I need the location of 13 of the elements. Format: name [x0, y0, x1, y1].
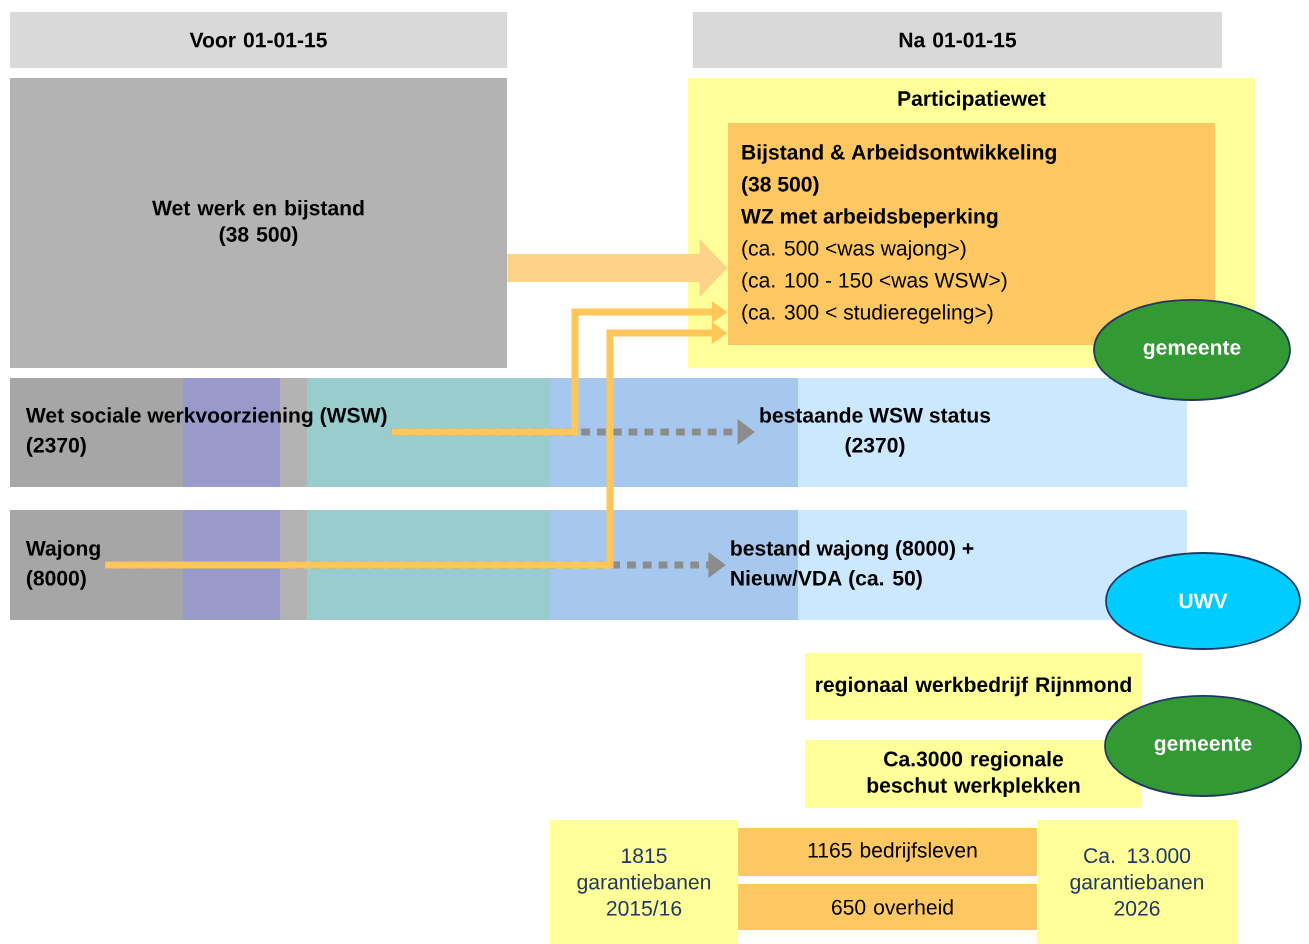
band-label: bestand wajong (8000) + Nieuw/VDA (ca. 50) — [731, 540, 974, 590]
header-bar: Na 01-01-15 — [693, 12, 1222, 68]
info-box: 1815 garantiebanen 2015/16 — [550, 820, 738, 944]
header-bar: Voor 01-01-15 — [10, 12, 507, 68]
law-box: Wet werk en bijstand (38 500) — [10, 78, 507, 368]
band-label: bestaande WSW status (2370) — [760, 407, 991, 457]
info-box: 1165 bedrijfsleven — [738, 828, 1047, 876]
band-label: Wajong (8000) — [25, 540, 100, 590]
info-box: regionaal werkbedrijf Rijnmond — [805, 653, 1142, 720]
band-label: Wet sociale werkvoorziening (WSW) (2370) — [25, 407, 387, 457]
info-box: Ca.3000 regionale beschut werkplekken — [805, 740, 1142, 808]
info-box: 650 overheid — [738, 884, 1047, 930]
info-box: Ca. 13.000 garantiebanen 2026 — [1037, 820, 1237, 944]
